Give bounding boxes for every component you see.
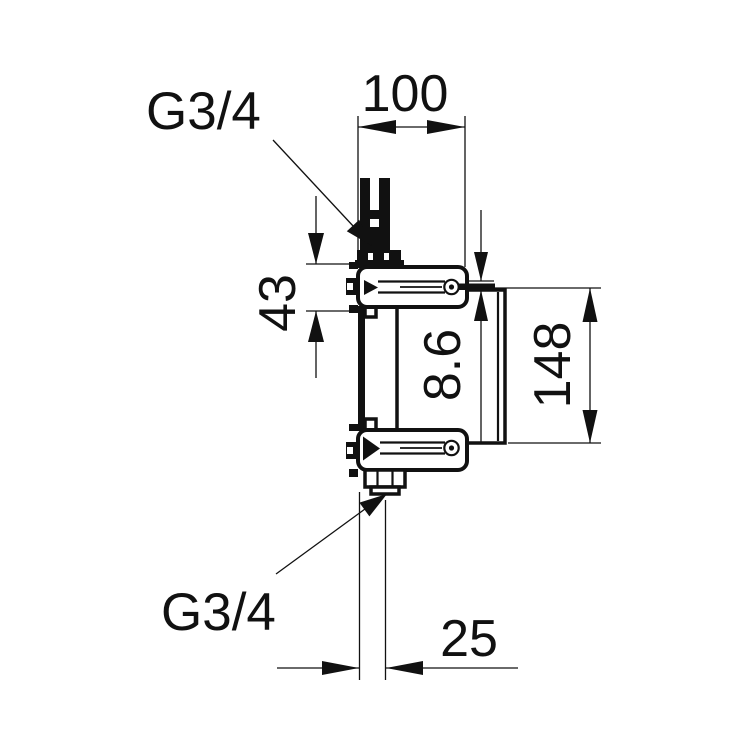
bracket-lug — [349, 305, 358, 313]
dimension-value: 43 — [249, 274, 307, 332]
leader-arrowhead — [346, 219, 372, 246]
wall-plate — [358, 304, 378, 432]
arrowhead — [358, 120, 396, 134]
arrowhead — [386, 661, 423, 675]
bracket-tab-notch — [347, 447, 353, 454]
valve-body-outline — [395, 288, 507, 445]
rod-end-circle — [443, 278, 460, 296]
arrowhead — [308, 233, 324, 264]
arrowhead — [427, 120, 465, 134]
outlet-fitting-bottom — [363, 468, 407, 496]
thread-symbol-top — [355, 250, 404, 268]
thread-tooth — [373, 250, 384, 262]
thread-tooth — [357, 250, 368, 262]
bracket-lug — [349, 262, 358, 269]
leader-thread-bottom: G3/4 — [161, 494, 387, 642]
dimension-value: 25 — [440, 610, 498, 668]
dimension-top-width: 100 — [357, 65, 466, 267]
dimension-value: 8.6 — [414, 329, 472, 401]
fitting-spigot — [369, 485, 401, 496]
dimension-value: 100 — [362, 65, 449, 123]
inlet-pipe-top — [360, 178, 390, 253]
leader-line — [275, 508, 366, 575]
valve-body — [395, 288, 507, 445]
arrowhead — [582, 410, 598, 443]
dimension-right-height: 148 — [464, 287, 601, 444]
pipe-band — [360, 210, 390, 219]
pipe-wall-right — [379, 178, 390, 228]
dimension-left-height: 43 — [249, 196, 357, 378]
rod-pin — [459, 283, 495, 290]
rod-cone — [363, 436, 380, 461]
arrowhead — [474, 290, 488, 321]
bracket-tab-notch — [347, 283, 353, 290]
fitting-hex — [363, 468, 407, 489]
thread-base — [355, 260, 404, 268]
dimension-right-gap: 8.6 — [414, 210, 494, 442]
leader-line — [272, 139, 355, 228]
thread-label-top: G3/4 — [146, 82, 261, 141]
rod-end-pin-dot — [448, 284, 455, 290]
leader-arrowhead — [359, 494, 387, 517]
arrowhead — [474, 252, 488, 281]
pipe-wall-left — [360, 178, 370, 228]
arrowhead — [322, 661, 359, 675]
leader-thread-top: G3/4 — [146, 82, 372, 246]
rod-end-pin-dot — [448, 445, 455, 451]
rod-cone — [364, 280, 378, 295]
wall-plate-bar — [358, 306, 365, 431]
thread-label-bottom: G3/4 — [161, 583, 276, 642]
arrowhead — [308, 311, 324, 342]
mounting-bracket-bottom — [346, 424, 469, 477]
bracket-lug — [349, 424, 358, 431]
arrowhead — [582, 288, 598, 322]
thread-tooth — [389, 250, 401, 262]
dimension-value: 148 — [524, 322, 582, 409]
bracket-lug — [349, 469, 358, 477]
dimension-bottom-offset: 25 — [277, 492, 518, 680]
mounting-bracket-top — [346, 262, 495, 313]
rod-end-circle — [443, 439, 460, 457]
